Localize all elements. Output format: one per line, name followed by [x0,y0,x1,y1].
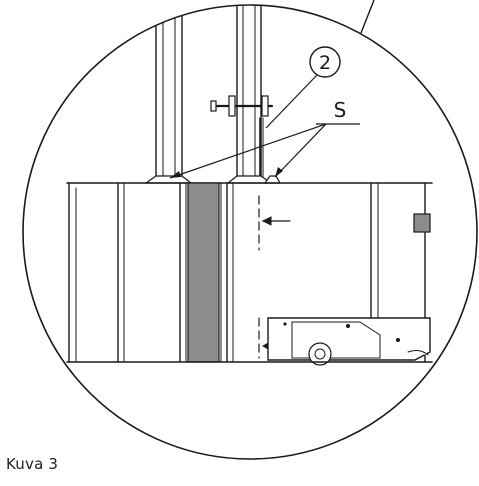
bracket-plate [259,117,264,181]
motor-housing [267,317,431,366]
figure-caption: Kuva 3 [6,455,59,473]
detail-leader-line [360,0,375,34]
side-fitting [413,213,431,233]
weld-fillets [144,175,282,184]
right-column [236,5,262,179]
bolt-assembly [210,95,274,117]
weld-label: S [169,98,360,179]
detail-circle [22,4,478,460]
callout-2: 2 [265,46,341,129]
gasket-band [187,182,220,363]
weld-label-text: S [334,98,347,122]
left-column [155,5,183,179]
callout-2-number: 2 [319,52,331,74]
